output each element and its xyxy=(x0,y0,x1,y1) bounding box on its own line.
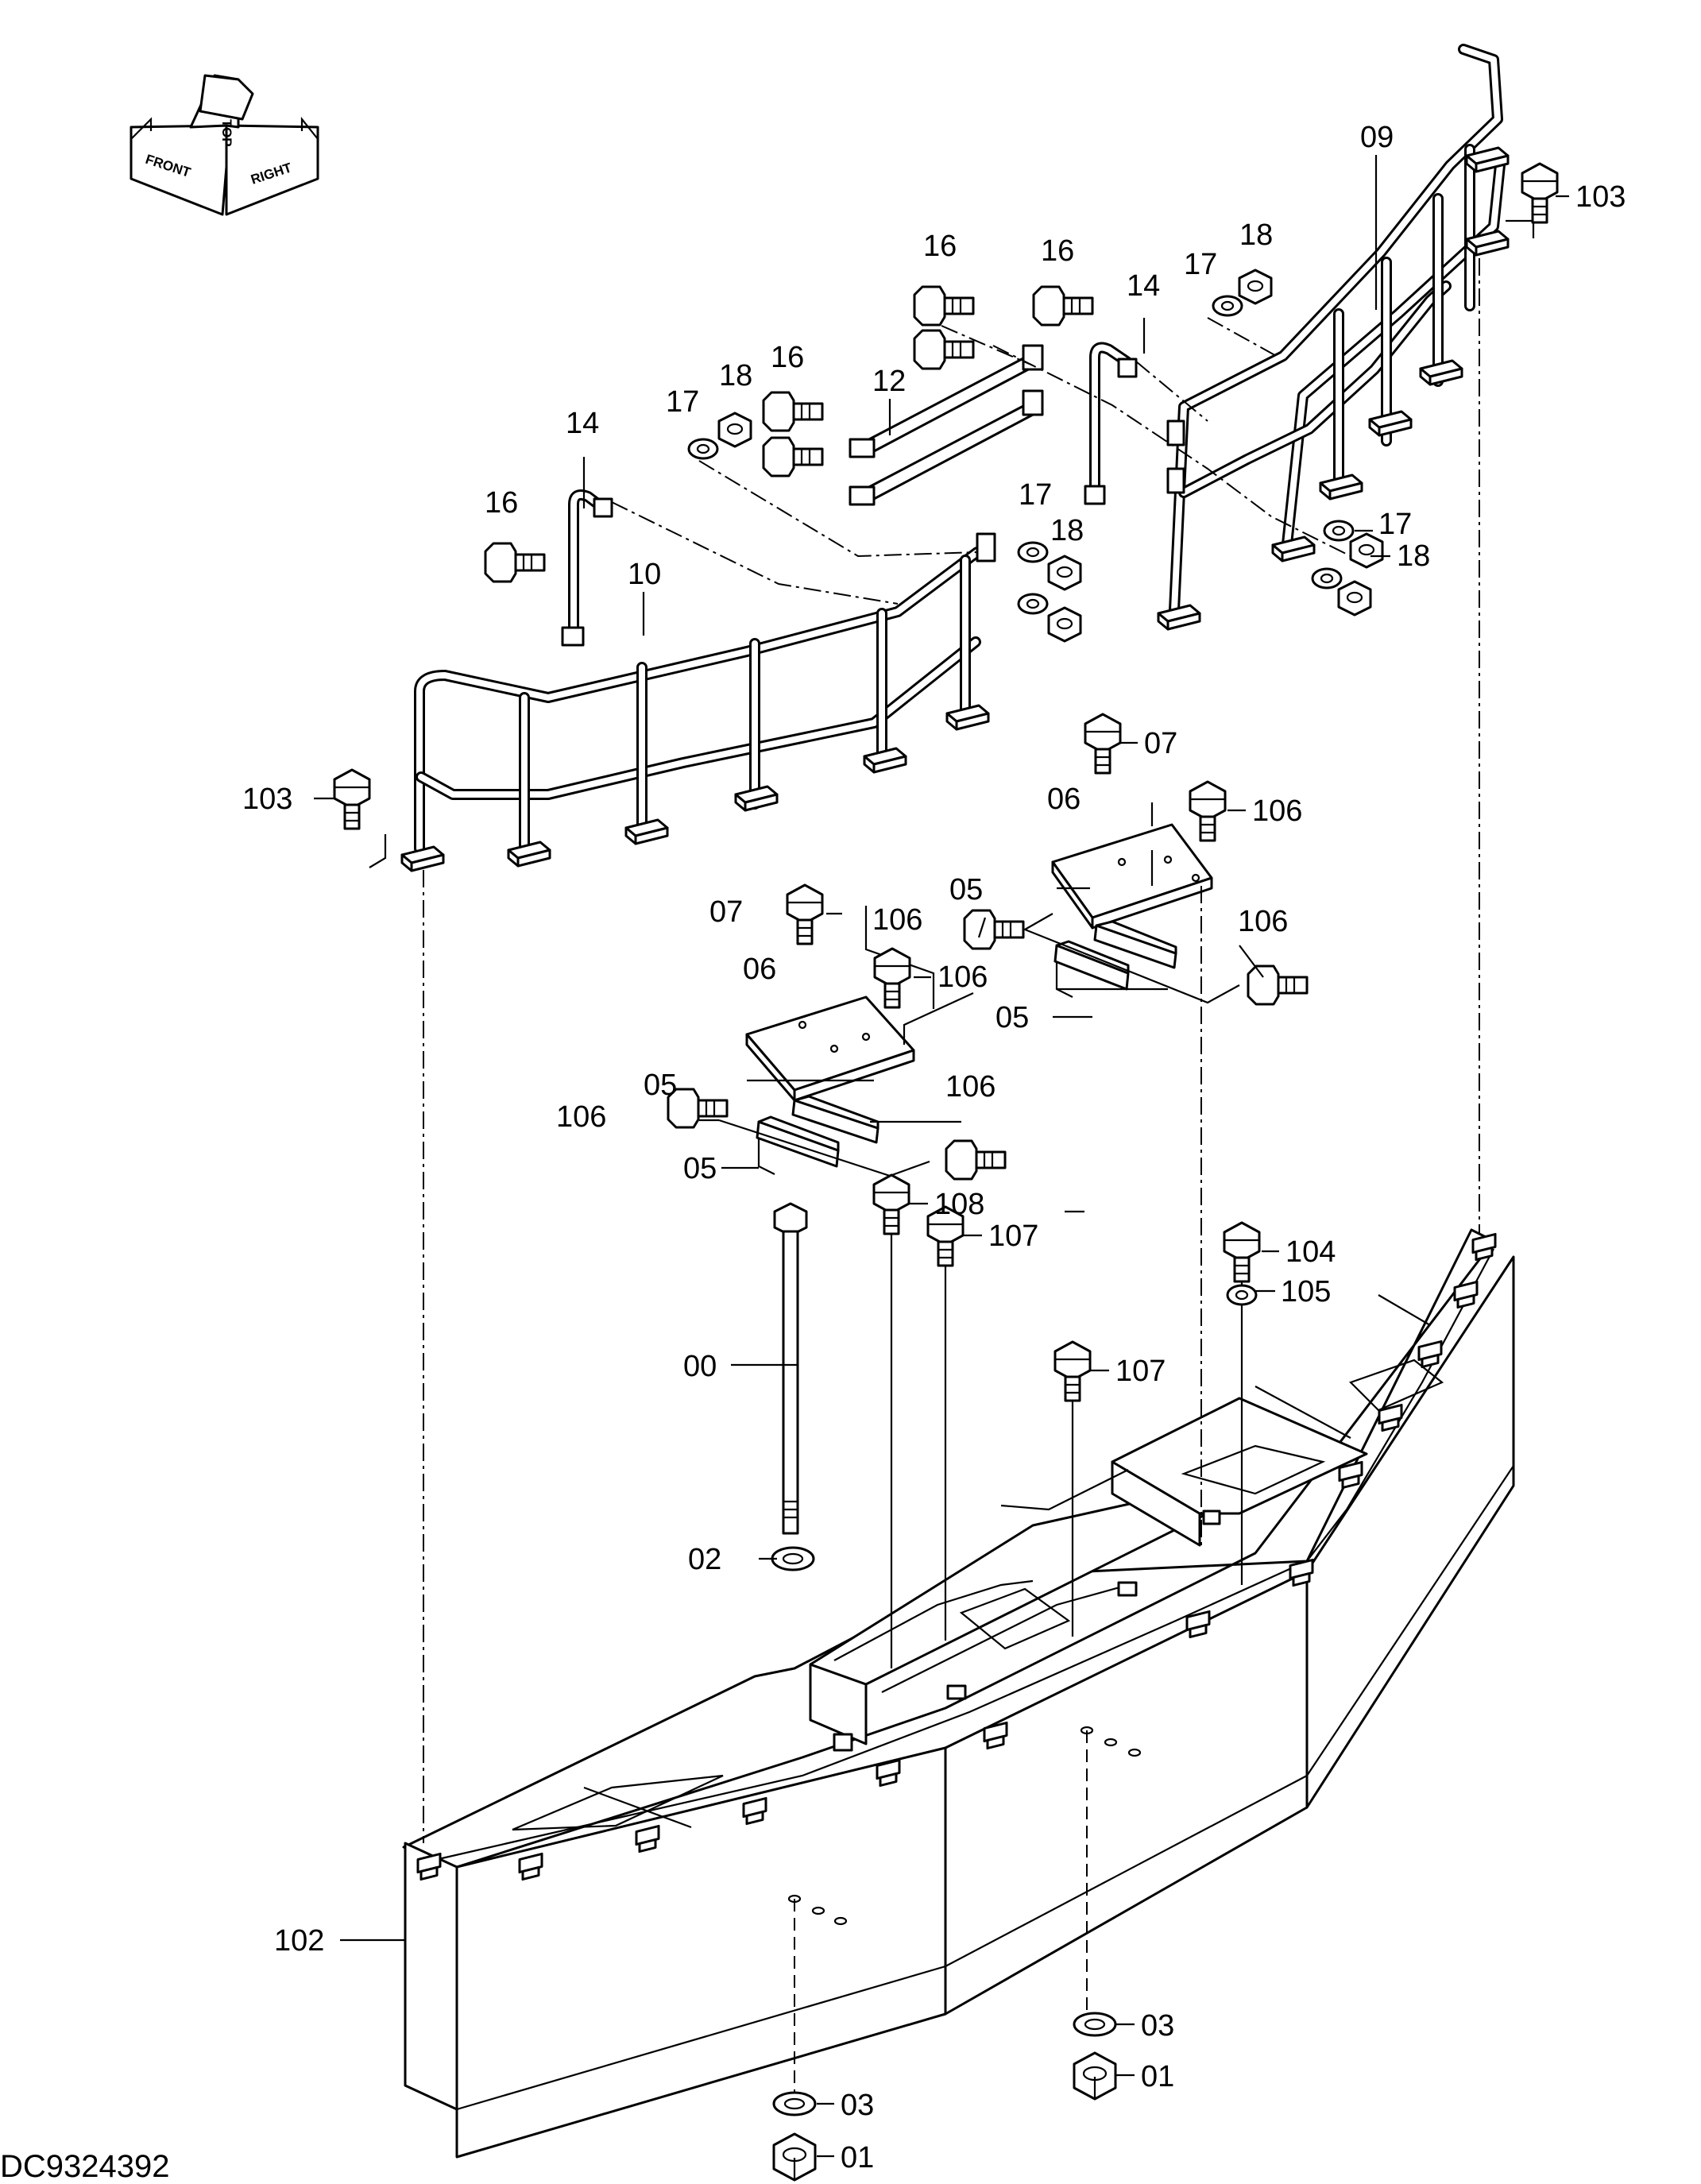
callout-16-d: 16 xyxy=(1041,234,1074,268)
callout-05-c: 05 xyxy=(644,1069,677,1102)
callout-00: 00 xyxy=(683,1350,717,1383)
callout-16-b: 16 xyxy=(771,341,804,374)
callout-02: 02 xyxy=(688,1543,721,1576)
assembly-lines xyxy=(369,219,1535,2097)
handrail-left xyxy=(400,532,996,872)
callout-03-right: 03 xyxy=(1141,2009,1174,2043)
callout-107-b: 107 xyxy=(988,1220,1038,1253)
plate-upper xyxy=(1051,823,1213,930)
callout-03-bottom: 03 xyxy=(841,2089,874,2122)
spacer-upper xyxy=(1053,920,1177,998)
callout-17-d: 17 xyxy=(1378,508,1412,541)
callout-06-lower: 06 xyxy=(743,953,776,986)
callout-01-right: 01 xyxy=(1141,2060,1174,2093)
callout-05-d: 05 xyxy=(683,1152,717,1185)
callout-18-b: 18 xyxy=(1050,514,1084,547)
callout-106-f: 106 xyxy=(945,1070,995,1104)
spacer-lower xyxy=(756,1095,879,1175)
handrail-right xyxy=(1157,44,1510,631)
callout-106-c: 106 xyxy=(1238,905,1288,938)
callout-16-a: 16 xyxy=(485,486,518,520)
callout-103-right: 103 xyxy=(1575,180,1626,214)
callout-14-left: 14 xyxy=(566,407,599,440)
callout-104: 104 xyxy=(1285,1235,1336,1269)
callout-106-e: 106 xyxy=(556,1100,606,1134)
callout-10: 10 xyxy=(628,558,661,591)
callout-18-a: 18 xyxy=(719,359,752,392)
callout-17-b: 17 xyxy=(1019,478,1052,512)
callout-103-left: 103 xyxy=(242,783,292,816)
bracket-right xyxy=(1084,342,1138,505)
callout-108: 108 xyxy=(934,1188,984,1221)
callout-107-a: 107 xyxy=(1115,1355,1166,1388)
callout-18-d: 18 xyxy=(1397,539,1430,573)
callout-106-a: 106 xyxy=(1252,794,1302,828)
long-bolt xyxy=(773,1202,808,1535)
callout-07-upper: 07 xyxy=(1144,727,1177,760)
bracket-left xyxy=(561,489,613,647)
callout-07-lower: 07 xyxy=(709,895,743,929)
plate-lower xyxy=(745,995,915,1102)
callout-102: 102 xyxy=(274,1924,324,1958)
callout-12: 12 xyxy=(872,365,906,398)
callout-105: 105 xyxy=(1281,1275,1331,1308)
orientation-top-label: TOP xyxy=(219,119,234,147)
orientation-symbol: FRONT TOP RIGHT xyxy=(130,74,319,216)
callout-17-a: 17 xyxy=(666,385,699,419)
callout-06-upper: 06 xyxy=(1047,783,1081,816)
callout-01-bottom: 01 xyxy=(841,2141,874,2174)
callout-16-c: 16 xyxy=(923,230,957,263)
stay-bars xyxy=(849,344,1044,506)
callout-05-b: 05 xyxy=(995,1001,1029,1034)
callout-106-b: 106 xyxy=(872,903,922,937)
callout-106-d: 106 xyxy=(937,961,988,994)
drawing-code: DC9324392 xyxy=(0,2149,170,2184)
callout-09: 09 xyxy=(1360,121,1394,154)
callout-05-a: 05 xyxy=(949,873,983,906)
leader-lines xyxy=(314,155,1569,2158)
callout-14-right: 14 xyxy=(1127,269,1160,303)
callout-18-c: 18 xyxy=(1239,218,1273,252)
callout-17-c: 17 xyxy=(1184,248,1217,281)
callout-labels: 09 10 12 14 14 16 16 16 16 17 17 17 17 1… xyxy=(242,121,1626,2174)
counterweight-body xyxy=(402,1228,1515,2159)
